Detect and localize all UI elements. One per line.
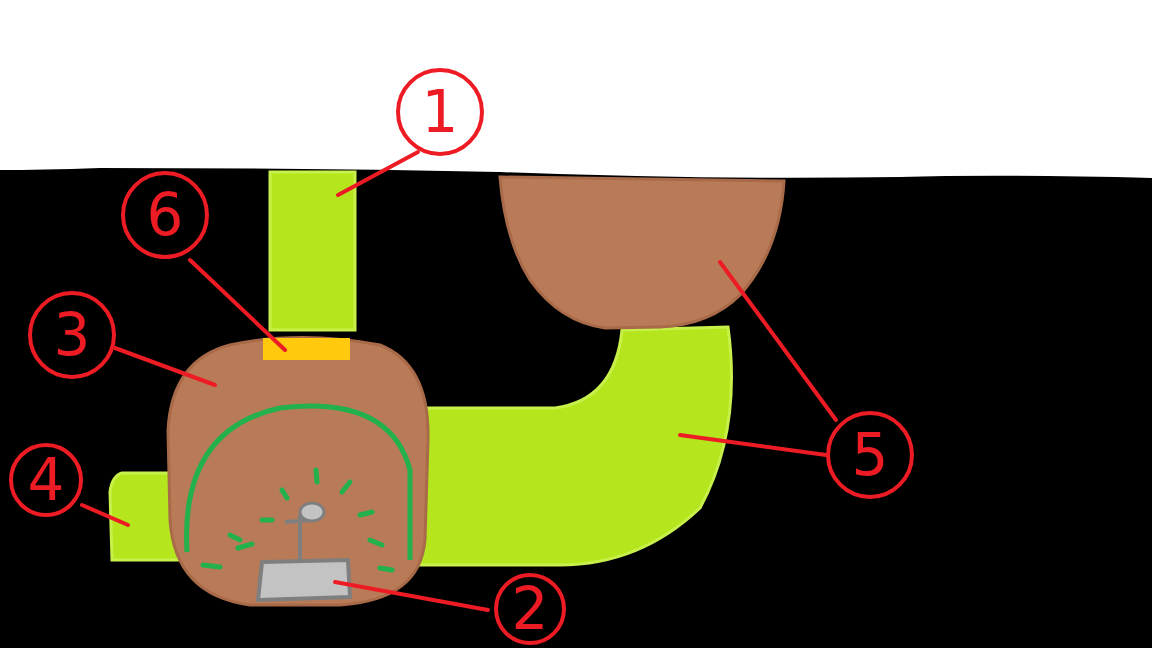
callout-number: 3 xyxy=(28,291,116,379)
inner-arc xyxy=(187,406,410,560)
bowl-chamber xyxy=(500,177,784,328)
lamp xyxy=(203,470,392,600)
callout-number: 4 xyxy=(9,443,83,517)
callout-text: 2 xyxy=(512,580,549,638)
leader-lines xyxy=(82,152,836,610)
callout-text: 3 xyxy=(54,306,91,364)
callout-text: 4 xyxy=(28,451,65,509)
callout-text: 6 xyxy=(147,186,184,244)
callout-text: 5 xyxy=(852,426,889,484)
sky xyxy=(0,0,1152,178)
vertical-tunnel xyxy=(270,172,355,330)
callout-number: 5 xyxy=(826,411,914,499)
callout-number: 1 xyxy=(396,68,484,156)
chamber xyxy=(168,338,428,606)
tunnel xyxy=(418,327,732,565)
callout-text: 1 xyxy=(422,83,459,141)
callout-number: 6 xyxy=(121,171,209,259)
callout-number: 2 xyxy=(494,573,566,645)
